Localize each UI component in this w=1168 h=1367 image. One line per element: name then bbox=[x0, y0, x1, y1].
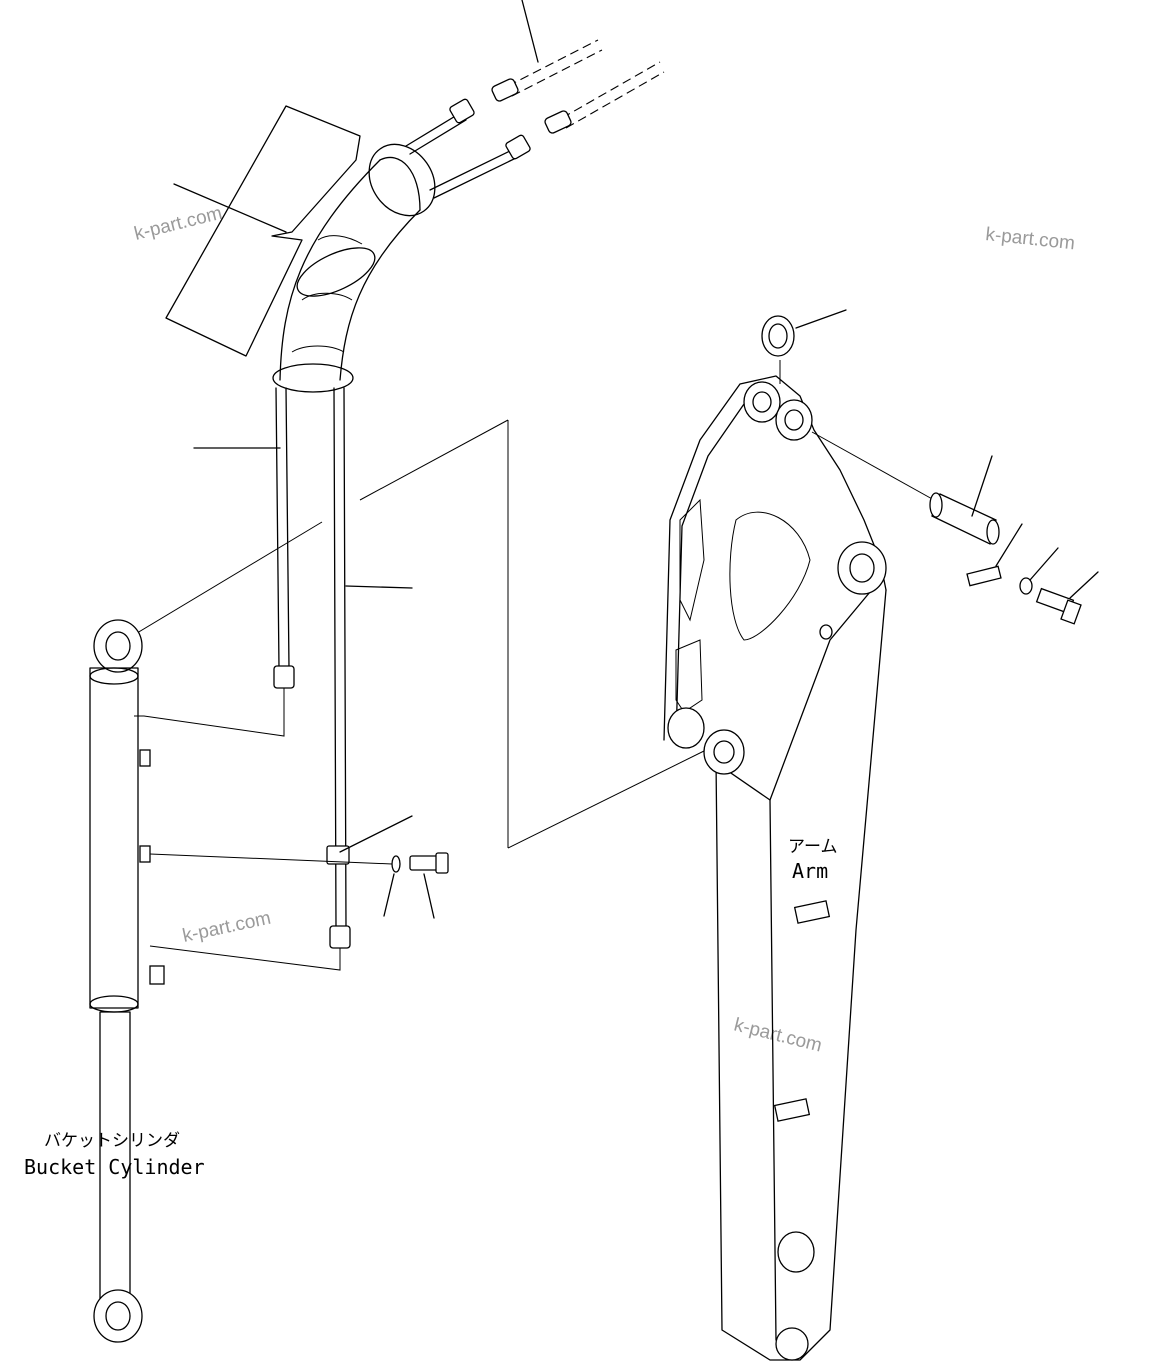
bucket-cylinder-label-jp: バケットシリンダ bbox=[44, 1131, 180, 1151]
clamp-bracket-plate bbox=[165, 105, 361, 357]
clamp-bolt-assembly bbox=[383, 852, 449, 919]
shim-washer bbox=[761, 309, 847, 384]
upper-hoses bbox=[405, 98, 531, 199]
hose-sleeve bbox=[272, 143, 436, 393]
arm bbox=[663, 375, 887, 1361]
arm-label-en: Arm bbox=[792, 859, 828, 883]
hose-routing-lines bbox=[131, 419, 707, 971]
watermark-2: k-part.com bbox=[984, 224, 1075, 254]
watermark-3: k-part.com bbox=[181, 908, 273, 947]
bucket-cylinder bbox=[89, 619, 165, 1343]
watermark-4: k-part.com bbox=[732, 1014, 824, 1056]
bucket-cylinder-label-en: Bucket Cylinder bbox=[24, 1155, 205, 1179]
arm-label-jp: アーム bbox=[788, 837, 837, 857]
pin-assembly bbox=[811, 431, 1099, 625]
upper-hose-fittings bbox=[491, 0, 665, 134]
vertical-hoses bbox=[193, 387, 413, 949]
